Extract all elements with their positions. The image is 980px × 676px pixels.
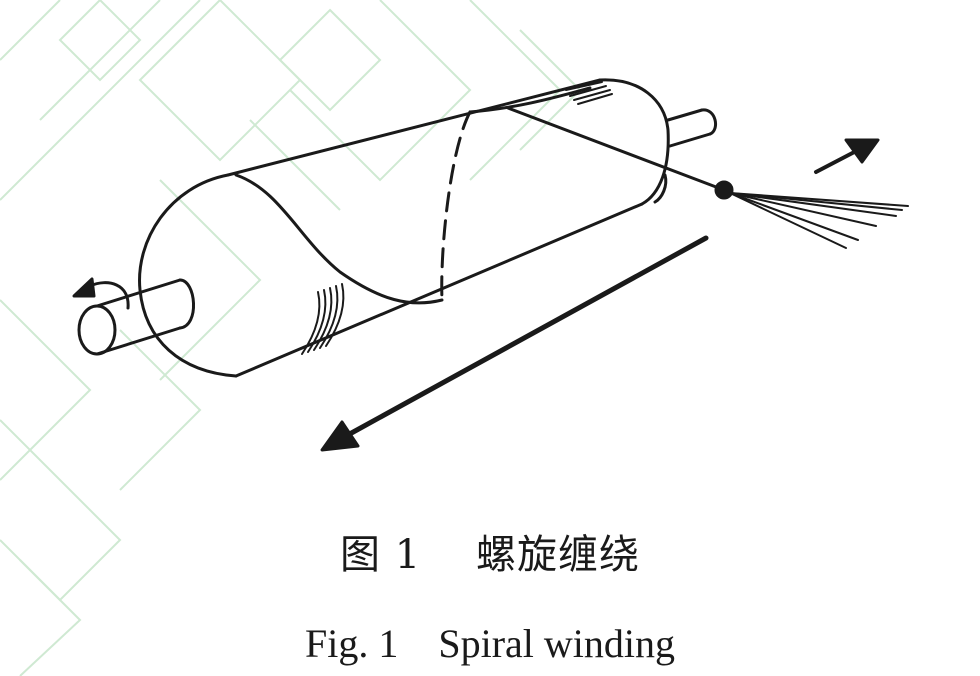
fiber-bundle (729, 192, 909, 249)
spiral-winding-path (234, 173, 444, 305)
cylinder-top-edge (226, 78, 602, 177)
left-shaft (77, 278, 195, 356)
right-dome-rim (653, 173, 668, 204)
left-dome (138, 173, 238, 378)
cylinder-drawing (72, 78, 909, 452)
carriage-direction-arrow-icon (814, 138, 880, 174)
watermark-pattern (0, 0, 582, 676)
spiral-winding-back (468, 86, 592, 114)
figure-caption-chinese: 图 1 螺旋缠绕 (339, 532, 641, 578)
rotation-arrow-icon (72, 277, 130, 310)
left-dome-hatching (301, 283, 345, 355)
traverse-arrow-icon (320, 235, 709, 452)
hidden-cross-section (440, 110, 472, 302)
figure-caption-english: Fig. 1 Spiral winding (304, 621, 676, 666)
right-dome-hatching (565, 81, 613, 105)
right-shaft (666, 108, 718, 148)
fiber-feed-line (506, 106, 726, 192)
cylinder-bottom-edge (234, 202, 644, 378)
fiber-guide-eyelet (714, 180, 734, 200)
right-dome (598, 78, 670, 206)
